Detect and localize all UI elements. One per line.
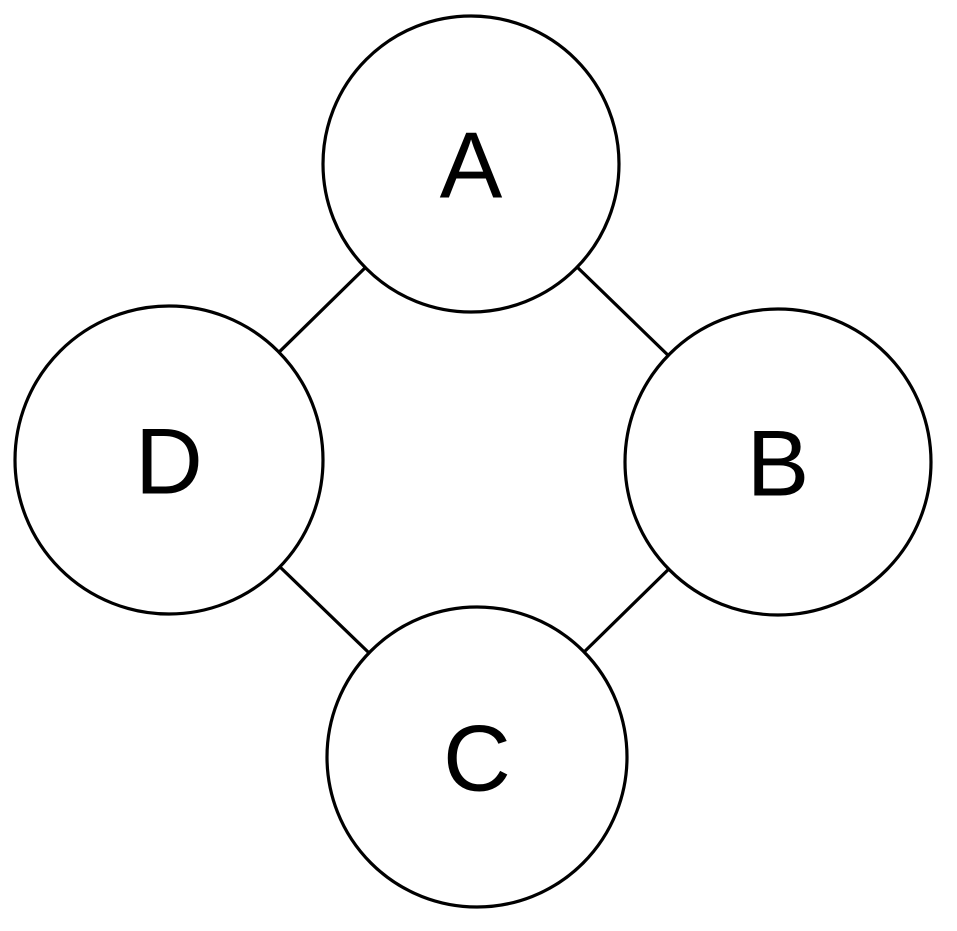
node-circle-D: [13, 304, 325, 616]
node-label-A: A: [440, 112, 503, 217]
node-B: B: [623, 307, 933, 617]
node-circle-A: [321, 14, 621, 314]
edge-D-A: [277, 266, 367, 354]
node-label-C: C: [443, 705, 511, 810]
edge-B-C: [582, 567, 671, 654]
node-label-B: B: [747, 410, 810, 515]
node-label-D: D: [135, 408, 203, 513]
node-C: C: [325, 605, 629, 909]
node-circle-C: [325, 605, 629, 909]
node-D: D: [13, 304, 325, 616]
edge-A-B: [575, 265, 670, 357]
node-A: A: [321, 14, 621, 314]
node-circle-B: [623, 307, 933, 617]
edge-C-D: [278, 565, 371, 655]
